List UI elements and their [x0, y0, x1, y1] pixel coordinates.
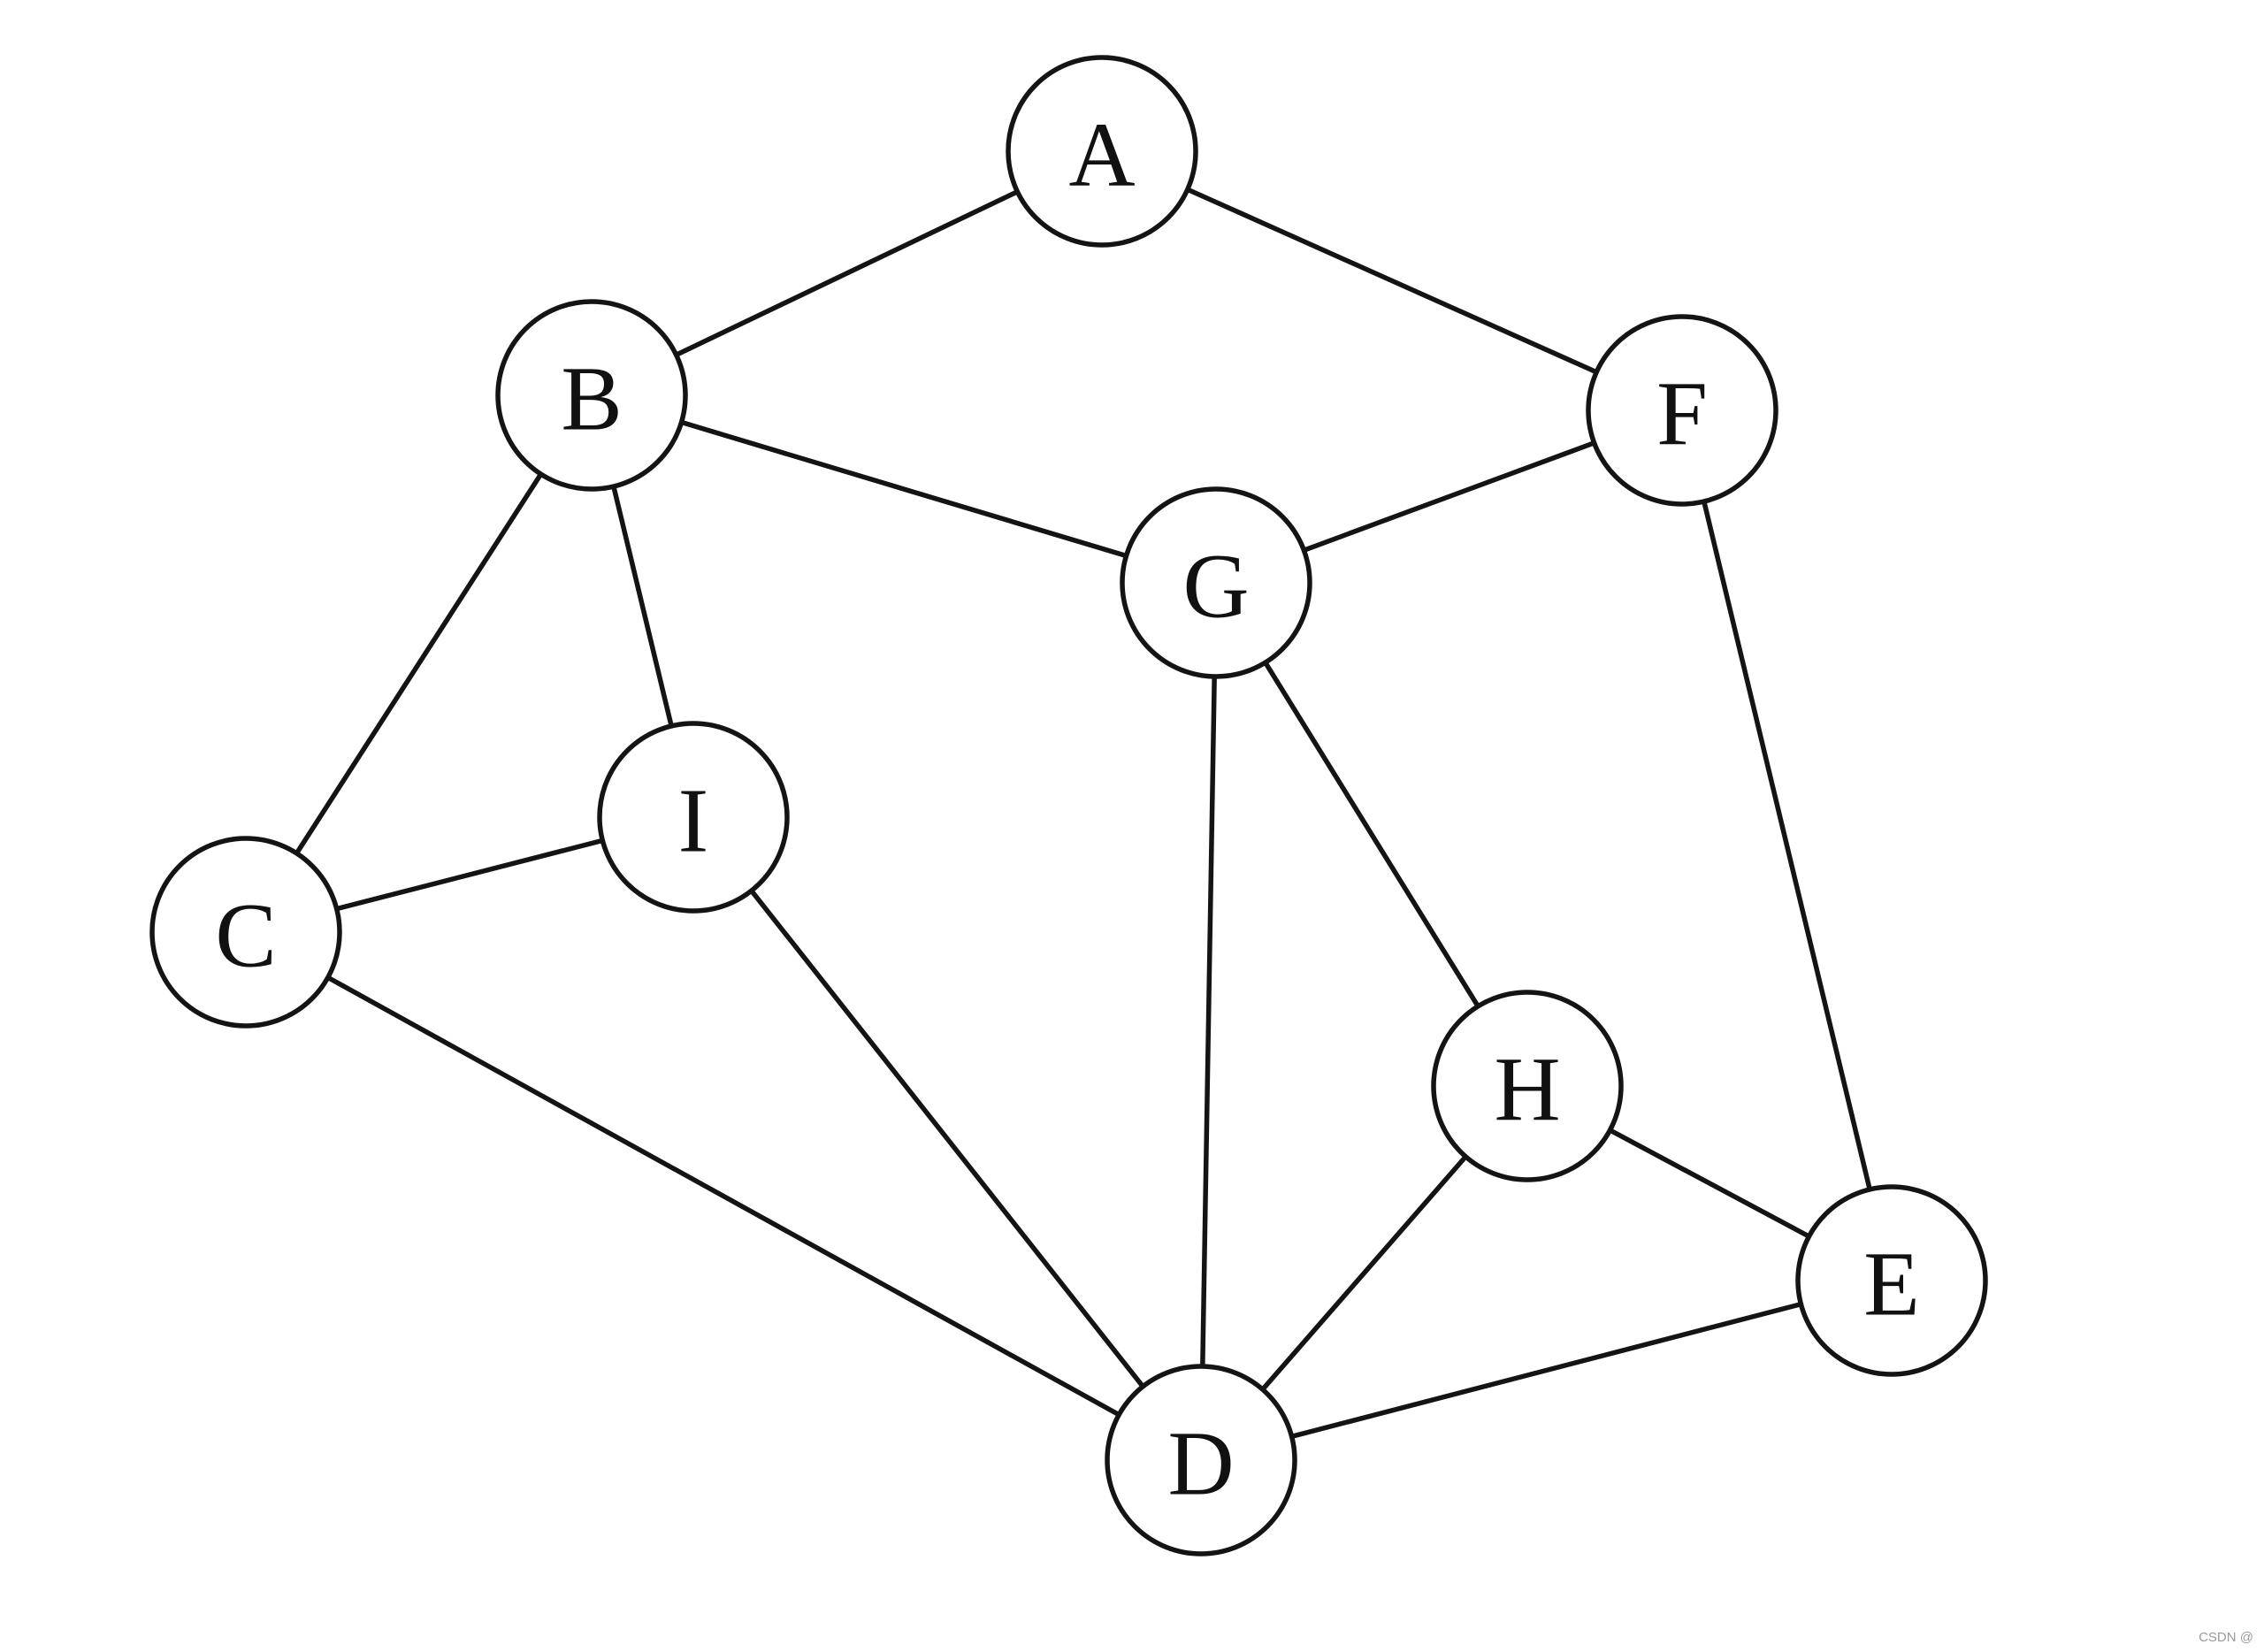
node-h: H — [1431, 990, 1624, 1182]
node-d: D — [1105, 1364, 1297, 1556]
edge-c-d — [243, 929, 1204, 1463]
node-label: C — [215, 885, 276, 987]
node-label: H — [1494, 1039, 1560, 1141]
node-e: E — [1795, 1184, 1988, 1377]
node-c: C — [149, 836, 342, 1029]
node-b: B — [495, 299, 688, 492]
node-label: A — [1068, 104, 1135, 206]
nodes-group: A B C D E F G H I — [149, 55, 1988, 1556]
node-label: G — [1182, 536, 1249, 638]
edge-f-e — [1679, 408, 1894, 1283]
node-circle — [1431, 990, 1624, 1182]
node-label: D — [1167, 1413, 1234, 1515]
node-label: E — [1863, 1234, 1920, 1335]
edges-group — [243, 149, 1894, 1463]
node-circle — [495, 299, 688, 492]
edge-b-g — [589, 393, 1219, 585]
node-label: B — [561, 348, 622, 450]
node-g: G — [1120, 486, 1312, 679]
node-circle — [149, 836, 342, 1029]
node-f: F — [1586, 314, 1778, 507]
node-label: I — [678, 770, 709, 872]
node-circle — [1120, 486, 1312, 679]
node-circle — [1586, 314, 1778, 507]
edge-i-d — [691, 815, 1204, 1463]
node-i: I — [597, 721, 790, 914]
edge-a-f — [1099, 149, 1685, 413]
edge-b-c — [243, 393, 594, 935]
node-label: F — [1656, 363, 1708, 465]
watermark-text: CSDN @ — [2199, 1630, 2253, 1645]
edge-g-d — [1198, 580, 1219, 1463]
node-circle — [1105, 1364, 1297, 1556]
node-circle — [1795, 1184, 1988, 1377]
node-a: A — [1006, 55, 1198, 248]
edge-g-h — [1213, 580, 1530, 1089]
node-circle — [597, 721, 790, 914]
node-circle — [1006, 55, 1198, 248]
edge-d-e — [1198, 1278, 1894, 1463]
